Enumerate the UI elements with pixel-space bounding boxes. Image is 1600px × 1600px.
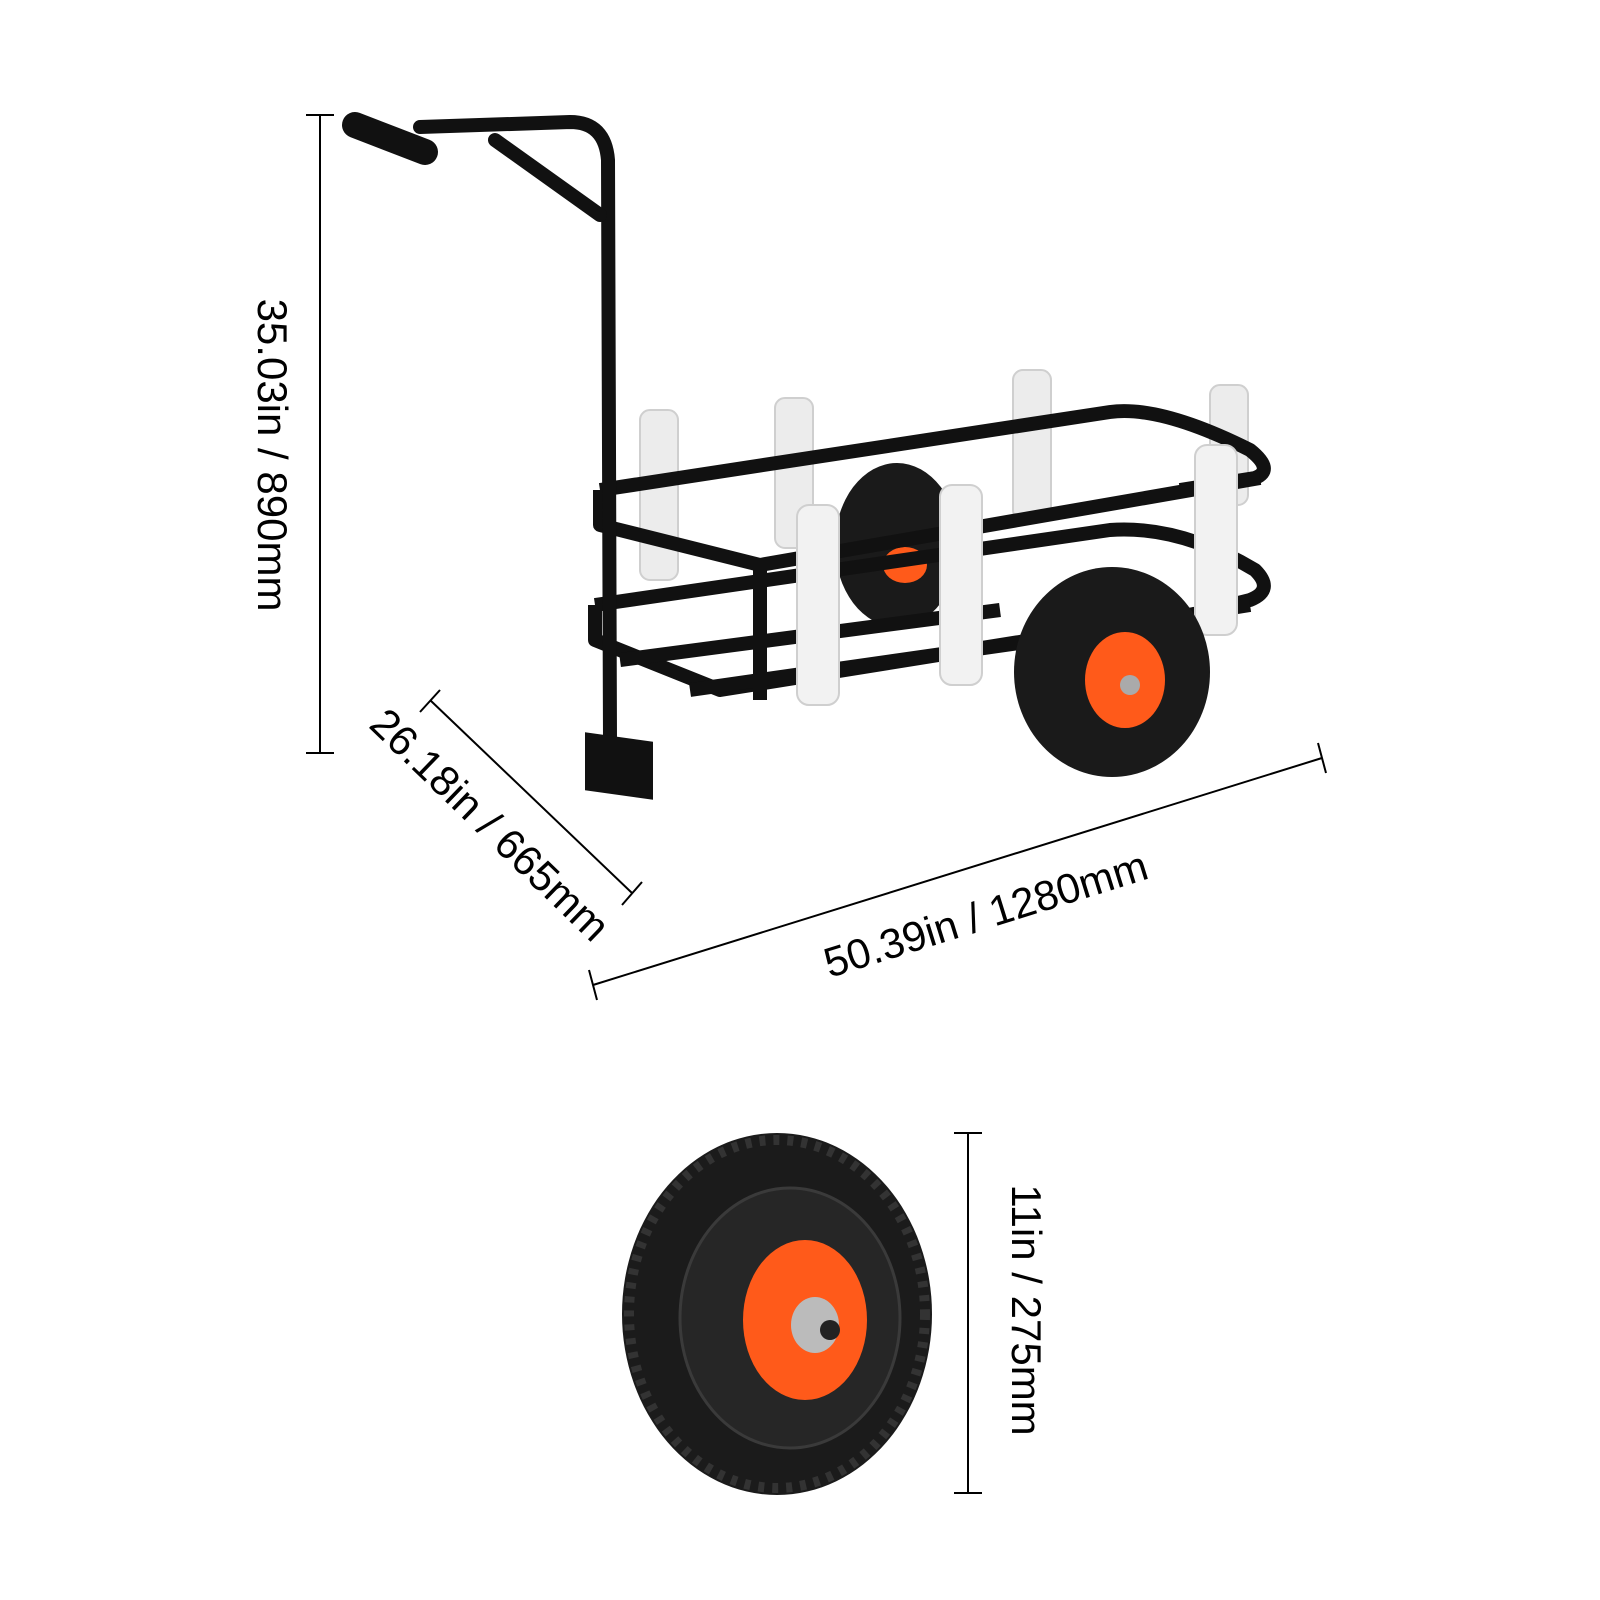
depth-label: 26.18in / 665mm [361,699,619,950]
wheel-diameter-dimension [954,1132,982,1494]
wheel-image [622,1133,932,1495]
rod-holders-front [796,444,1238,706]
height-label: 35.03in / 890mm [249,299,296,612]
fishing-cart-image [342,112,1271,800]
front-wheel [1014,567,1210,777]
kickstand-foot [585,732,653,800]
wheel-diameter-label: 11in / 275mm [1003,1184,1050,1435]
cart-handle [342,112,617,747]
depth-dimension [419,689,643,906]
length-dimension [588,742,1327,1001]
height-dimension [306,114,334,754]
